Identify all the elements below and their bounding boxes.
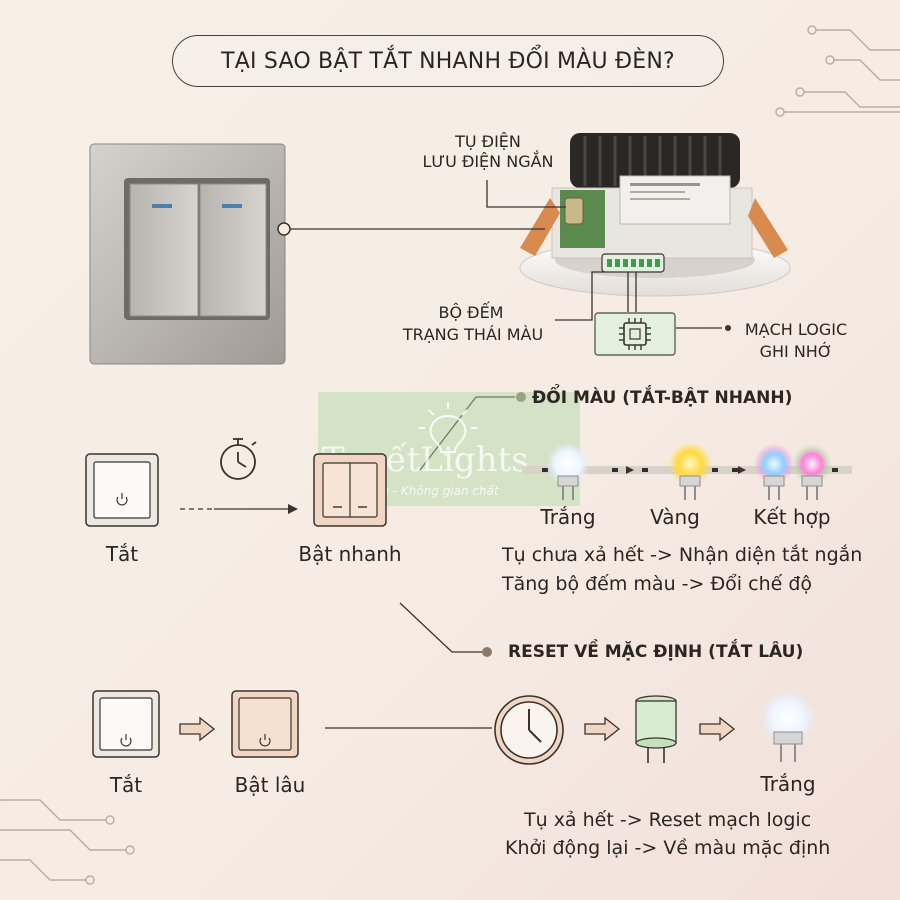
switch-quick-on-icon: [313, 453, 387, 527]
white-bulb-icon: [760, 690, 816, 762]
page-title: TẠI SAO BẬT TẮT NHANH ĐỔI MÀU ĐÈN?: [172, 35, 724, 87]
change-color-heading: ĐỔI MÀU (TẮT-BẬT NHANH): [532, 388, 793, 408]
reset-off-label: Tắt: [109, 773, 143, 797]
change-color-explain-line2: Tăng bộ đếm màu -> Đổi chế độ: [502, 573, 813, 595]
page-title-text: TẠI SAO BẬT TẮT NHANH ĐỔI MÀU ĐÈN?: [221, 48, 675, 74]
callout-capacitor-line1: TỤ ĐIỆN: [455, 132, 521, 151]
wall-switch-illustration: [89, 143, 286, 365]
reset-explain-line1: Tụ xả hết -> Reset mạch logic: [524, 809, 812, 831]
lightbulb-watermark-icon: [419, 402, 477, 453]
reset-result-label: Trắng: [760, 772, 816, 796]
switch-off-icon-reset: [92, 690, 160, 758]
capacitor-icon: [635, 695, 677, 763]
arrow-right-icon: [699, 716, 736, 742]
clock-icon: [494, 695, 564, 765]
switch-long-on-icon: [231, 690, 299, 758]
long-on-label: Bật lâu: [234, 773, 306, 797]
callout-logic-line1: MẠCH LOGIC: [744, 320, 848, 339]
callout-counter-line2: TRẠNG THÁI MÀU: [402, 325, 544, 344]
color-label-white: Trắng: [540, 505, 596, 529]
callout-capacitor-line2: LƯU ĐIỆN NGẮN: [422, 152, 554, 171]
logic-chip-icon: [594, 312, 676, 356]
off-label: Tắt: [105, 542, 139, 566]
callout-logic-line2: GHI NHỚ: [759, 342, 833, 361]
color-label-mixed: Kết hợp: [753, 505, 831, 529]
callout-counter-line1: BỘ ĐẾM: [438, 303, 504, 322]
switch-off-icon: [85, 453, 159, 527]
reset-heading: RESET VỀ MẶC ĐỊNH (TẮT LÂU): [508, 642, 804, 662]
quick-on-label: Bật nhanh: [298, 542, 402, 566]
color-label-yellow: Vàng: [650, 505, 700, 529]
change-color-explain-line1: Tụ chưa xả hết -> Nhận diện tắt ngắn: [502, 544, 863, 566]
downlight-illustration: [519, 133, 791, 297]
reset-explain-line2: Khởi động lại -> Về màu mặc định: [505, 837, 831, 859]
arrow-right-icon: [584, 716, 621, 742]
stopwatch-icon: [220, 438, 257, 480]
arrow-right-icon: [179, 716, 216, 742]
led-strip-illustration: [522, 442, 852, 500]
